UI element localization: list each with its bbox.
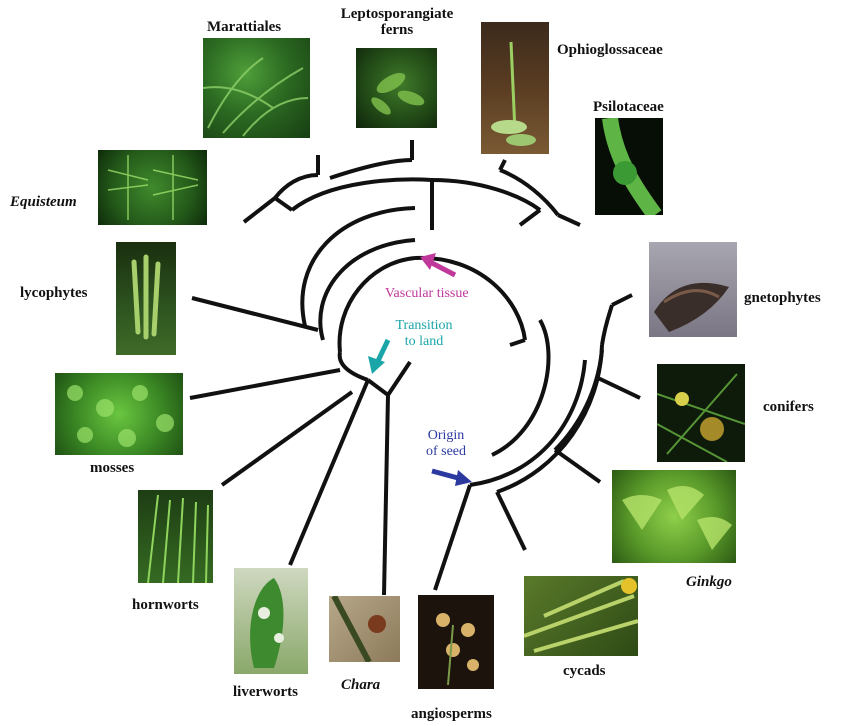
annotation-land-line2: to land (384, 334, 464, 350)
vascular-arrow (420, 253, 455, 275)
annotation-land-line1: Transition (384, 318, 464, 334)
seed-arrow (432, 470, 472, 486)
annotation-transition-to-land: Transition to land (384, 318, 464, 350)
annotation-origin-of-seed: Origin of seed (408, 428, 484, 460)
annotation-seed-line2: of seed (408, 444, 484, 460)
annotation-vascular-tissue: Vascular tissue (385, 286, 469, 302)
annotation-seed-line1: Origin (408, 428, 484, 444)
